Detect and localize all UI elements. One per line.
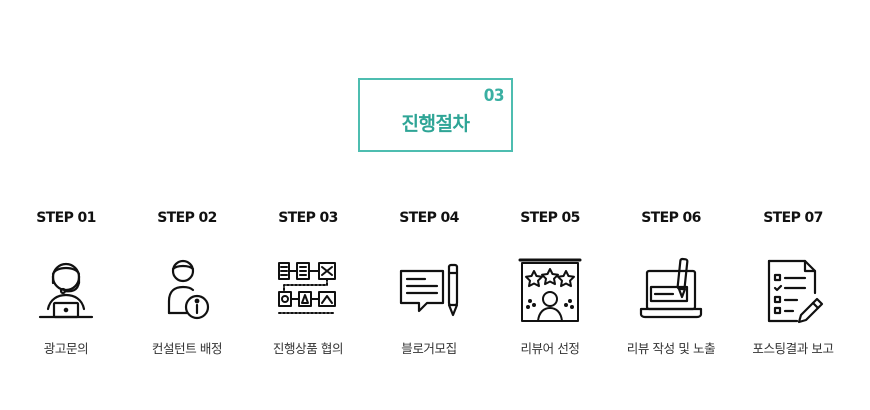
step-3: STEP 03 진행 <box>248 210 368 370</box>
step-label: STEP 05 <box>520 210 580 226</box>
step-caption: 진행상품 협의 <box>272 341 344 356</box>
step-caption: 리뷰 작성 및 노출 <box>626 341 716 356</box>
person-info-icon <box>155 257 219 327</box>
section-number: 03 <box>483 86 505 106</box>
step-label: STEP 06 <box>641 210 701 226</box>
step-5: STEP 05 리뷰어 선정 <box>490 210 610 370</box>
step-2: STEP 02 컨설턴트 배정 <box>127 210 247 370</box>
step-1: STEP 01 광고문의 <box>6 210 126 370</box>
laptop-pen-icon <box>639 257 703 327</box>
step-label: STEP 01 <box>36 210 96 226</box>
step-label: STEP 02 <box>157 210 217 226</box>
step-label: STEP 03 <box>278 210 338 226</box>
step-caption: 광고문의 <box>43 341 89 356</box>
step-caption: 컨설턴트 배정 <box>151 341 223 356</box>
checklist-report-icon <box>761 257 825 327</box>
operator-headset-icon <box>34 257 98 327</box>
step-4: STEP 04 블로거모집 <box>369 210 489 370</box>
step-caption: 리뷰어 선정 <box>520 341 580 356</box>
section-title: 진행절차 <box>401 113 470 135</box>
section-title-box: 03 진행절차 <box>358 78 513 152</box>
step-7: STEP 07 포스팅결과 보고 <box>733 210 853 370</box>
step-label: STEP 04 <box>399 210 459 226</box>
step-caption: 포스팅결과 보고 <box>752 341 834 356</box>
star-rating-board-icon <box>518 257 582 327</box>
step-label: STEP 07 <box>763 210 823 226</box>
flowchart-icon <box>276 257 340 327</box>
step-caption: 블로거모집 <box>401 341 457 356</box>
step-6: STEP 06 리뷰 작성 및 노출 <box>611 210 731 370</box>
note-pen-icon <box>397 257 461 327</box>
